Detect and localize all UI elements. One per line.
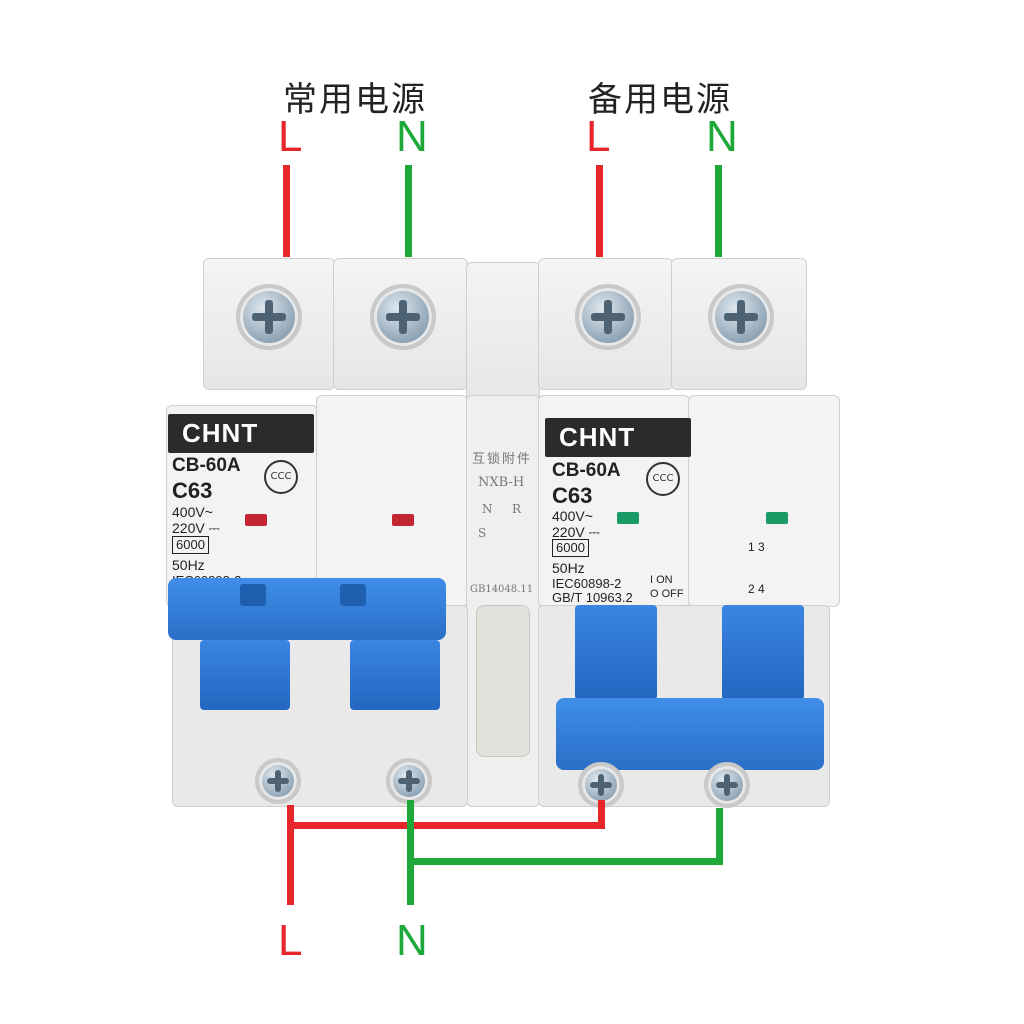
interlock-name: 互锁附件	[472, 452, 533, 467]
status-led-green	[617, 512, 639, 524]
ccc-mark-icon: CCC	[646, 462, 680, 496]
freq-text: 50Hz	[552, 560, 585, 576]
module-top-1	[203, 258, 335, 390]
voltage2-text: 220V ⎓	[172, 520, 220, 536]
interlock-lever[interactable]	[476, 605, 530, 757]
voltage2-text: 220V ⎓	[552, 524, 600, 540]
brand-logo: CHNT	[545, 418, 691, 457]
backup-N-label: N	[706, 112, 738, 161]
brand-logo: CHNT	[168, 414, 314, 453]
output-N-label: N	[396, 916, 428, 965]
out-N-wire	[407, 800, 414, 905]
curve-text: C63	[172, 478, 213, 503]
freq-text: 50Hz	[172, 557, 205, 573]
backup-L-label: L	[586, 112, 611, 161]
main-source-title: 常用电源	[283, 80, 427, 120]
terminal-screw-icon[interactable]	[575, 284, 641, 350]
standard2-text: GB/T 10963.2	[552, 590, 633, 605]
toggle-switch[interactable]	[575, 605, 657, 700]
standard1-text: IEC60898-2	[552, 576, 622, 591]
terminal-screw-icon[interactable]	[386, 758, 432, 804]
N-bridge-wire	[407, 858, 723, 865]
handle-slot	[340, 584, 366, 606]
toggle-switch[interactable]	[200, 640, 290, 710]
capacity-text: 6000	[552, 539, 589, 557]
interlock-r: R	[512, 502, 522, 516]
interlock-n: N	[482, 502, 493, 516]
toggle-switch[interactable]	[722, 605, 804, 700]
main-L-label: L	[278, 112, 303, 161]
breaker-left-pole-2	[316, 395, 468, 607]
voltage1-text: 400V~	[552, 508, 593, 524]
main-N-label: N	[396, 112, 428, 161]
backup-L-down-wire	[598, 800, 605, 829]
capacity-text: 6000	[172, 536, 209, 554]
on-text: I ON	[650, 574, 673, 586]
terminal-screw-icon[interactable]	[708, 284, 774, 350]
interlock-standard: GB14048.11	[470, 584, 534, 595]
terminal-screw-icon[interactable]	[370, 284, 436, 350]
main-N-wire	[405, 165, 412, 257]
backup-source-title: 备用电源	[588, 80, 732, 120]
terminal-screw-icon[interactable]	[236, 284, 302, 350]
curve-text: C63	[552, 483, 593, 508]
output-L-label: L	[278, 916, 303, 965]
left-handle-bar[interactable]	[168, 578, 446, 640]
backup-N-wire	[715, 165, 722, 257]
status-led-red	[392, 514, 414, 526]
status-led-green	[766, 512, 788, 524]
backup-L-wire	[596, 165, 603, 257]
breaker-right-pole-2	[688, 395, 840, 607]
model-text: CB-60A	[172, 455, 241, 476]
off-text: O OFF	[650, 588, 684, 600]
right-handle-bar[interactable]	[556, 698, 824, 770]
module-top-interlock	[466, 262, 540, 404]
terminal-numbers-bottom: 2 4	[748, 582, 765, 596]
terminal-screw-icon[interactable]	[255, 758, 301, 804]
terminal-screw-icon[interactable]	[704, 762, 750, 808]
toggle-switch[interactable]	[350, 640, 440, 710]
main-L-wire	[283, 165, 290, 257]
interlock-s: S	[478, 526, 487, 540]
model-text: CB-60A	[552, 460, 621, 481]
handle-slot	[240, 584, 266, 606]
status-led-red	[245, 514, 267, 526]
voltage1-text: 400V~	[172, 504, 213, 520]
ccc-mark-icon: CCC	[264, 460, 298, 494]
terminal-numbers-top: 1 3	[748, 540, 765, 554]
L-bridge-wire	[287, 822, 605, 829]
interlock-model: NXB-H	[478, 475, 525, 490]
backup-N-down-wire	[716, 808, 723, 865]
out-L-wire	[287, 805, 294, 905]
